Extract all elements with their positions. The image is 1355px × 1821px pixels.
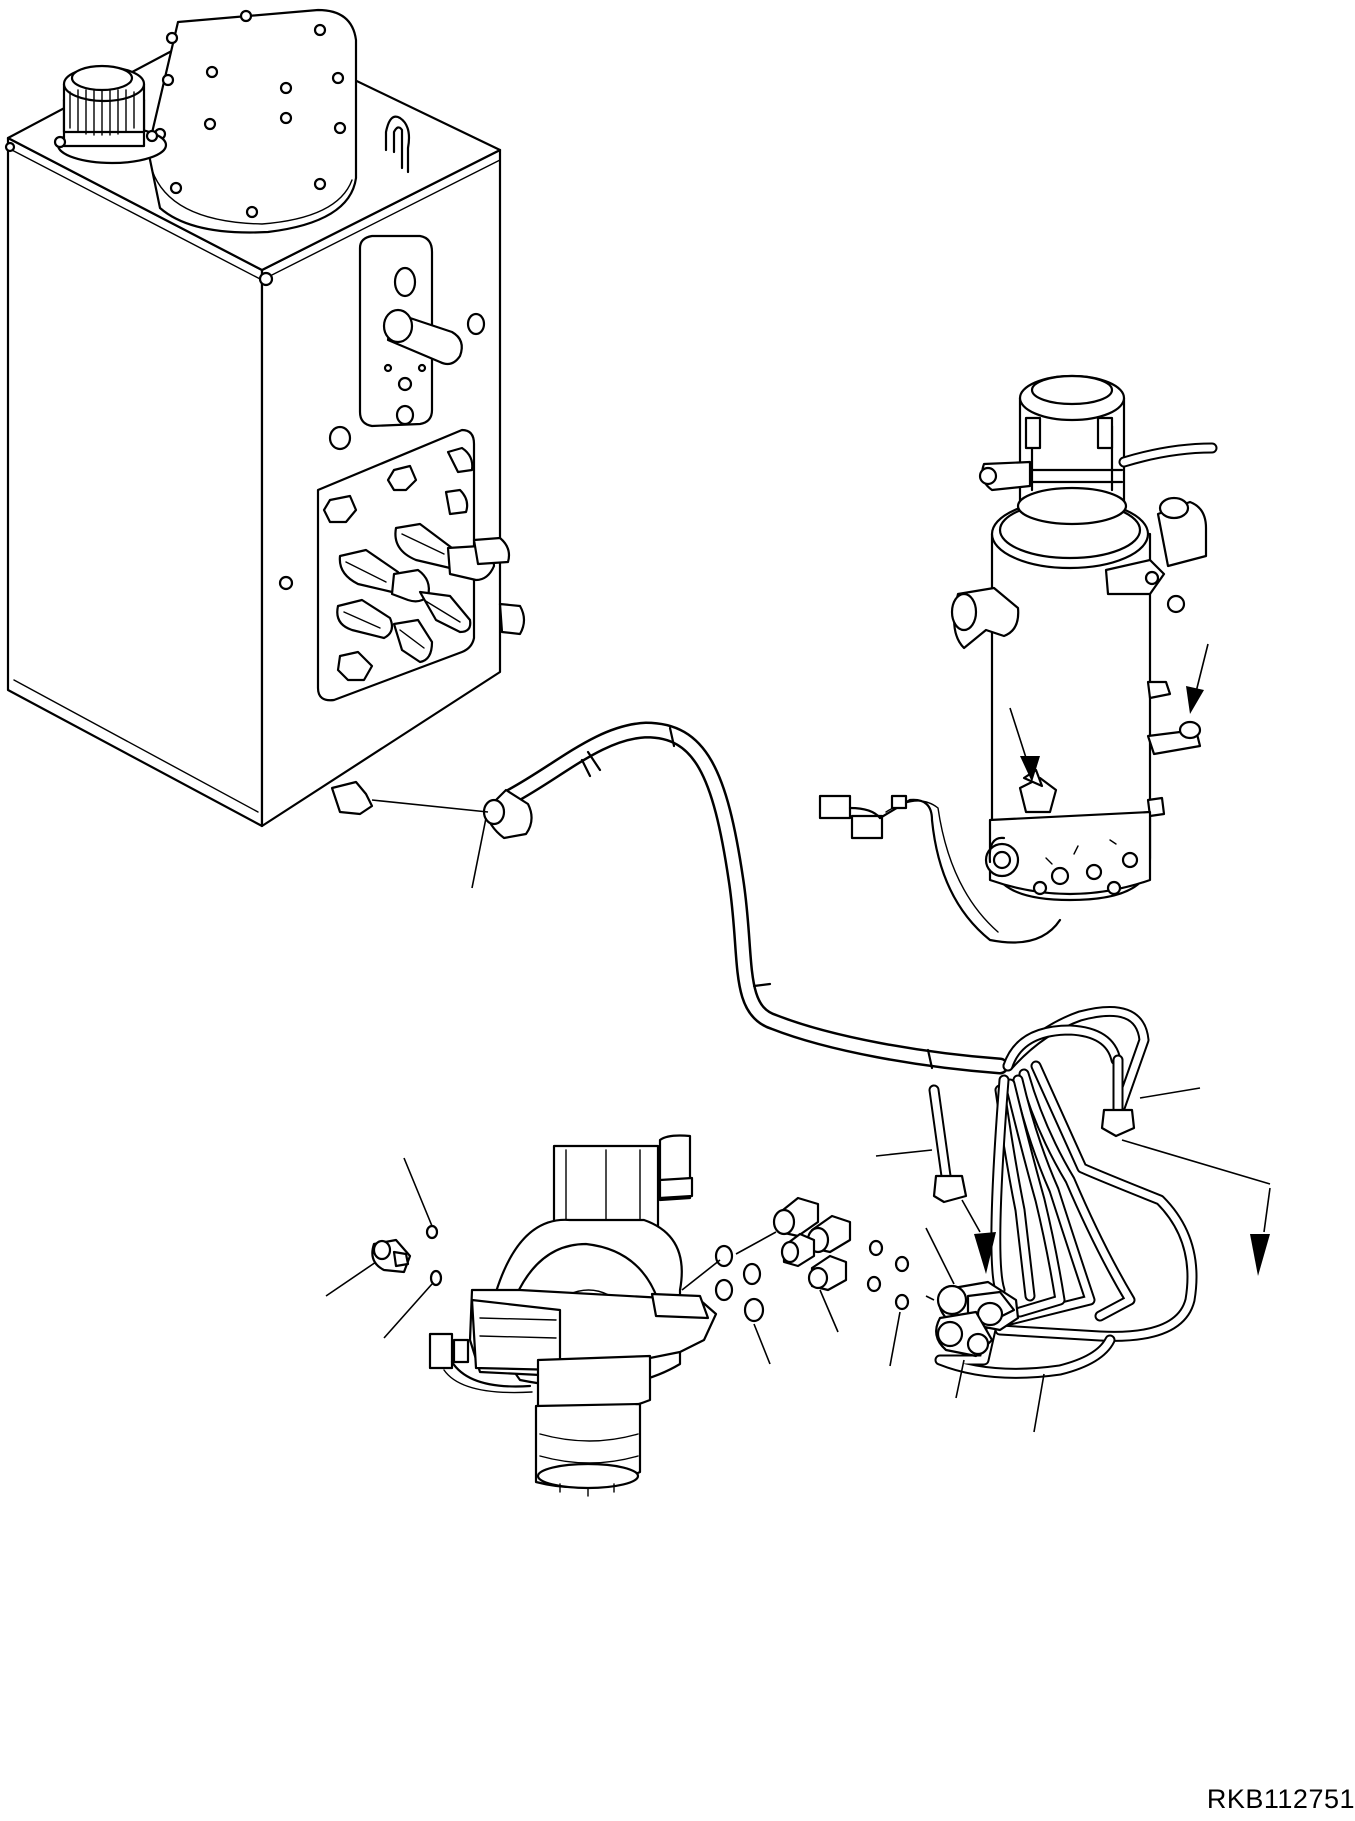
filler-cap [55, 66, 166, 163]
drawing-code: RKB112751 [1206, 1784, 1355, 1814]
cooler-cylinder [820, 376, 1212, 943]
tank-cover-plate [148, 10, 356, 233]
lifting-hook [386, 117, 409, 172]
o-rings [427, 1226, 908, 1321]
steering-column [430, 1136, 716, 1497]
tube-bundle [934, 1011, 1192, 1373]
leader-lines [326, 644, 1270, 1432]
tank-drain-fitting [332, 782, 372, 814]
fittings-group [372, 1198, 850, 1290]
hydraulic-tank [6, 10, 524, 826]
plug-left [330, 427, 350, 449]
manifold-plate [318, 430, 524, 700]
level-gauge-plate [360, 236, 462, 426]
direction-arrows [974, 686, 1270, 1276]
plug-upper [468, 314, 484, 334]
main-hose [372, 728, 1000, 1068]
